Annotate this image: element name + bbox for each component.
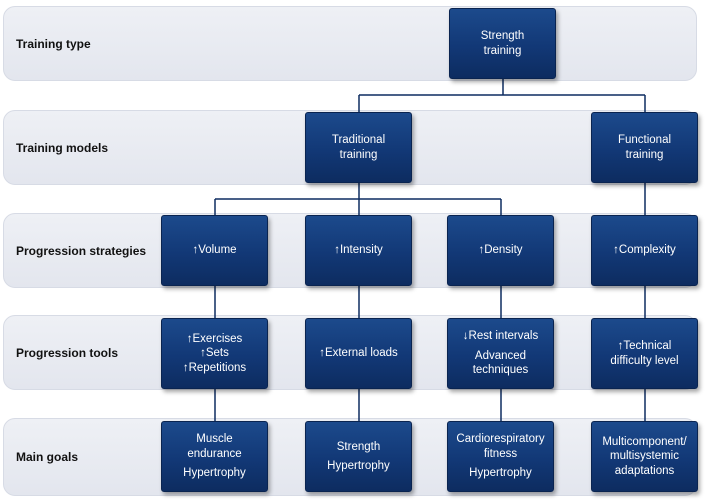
node-tools-density-label-1: ↓Rest intervals [462, 330, 539, 343]
node-functional-training: Functional training [591, 112, 698, 183]
node-goal-volume-label-1: Muscle endurance [187, 433, 242, 460]
node-tools-intensity-label: ↑External loads [319, 347, 398, 360]
node-tools-density: ↓Rest intervals Advanced techniques [447, 318, 554, 389]
node-goal-volume: Muscle endurance Hypertrophy [161, 421, 268, 492]
node-tools-volume: ↑Exercises ↑Sets ↑Repetitions [161, 318, 268, 389]
node-goal-complexity-label: Multicomponent/ multisystemic adaptation… [602, 435, 687, 477]
row-label-training-type: Training type [16, 36, 91, 51]
node-tools-complexity: ↑Technical difficulty level [591, 318, 698, 389]
node-tools-intensity: ↑External loads [305, 318, 412, 389]
node-strength-training-label: Strength training [480, 30, 525, 57]
node-functional-training-label: Functional training [617, 134, 672, 161]
node-goal-volume-label-2: Hypertrophy [183, 467, 246, 480]
node-traditional-training: Traditional training [305, 112, 412, 183]
node-volume: ↑Volume [161, 215, 268, 286]
node-strength-training: Strength training [449, 8, 556, 79]
node-complexity: ↑Complexity [591, 215, 698, 286]
node-tools-density-label-2: Advanced techniques [472, 349, 529, 377]
node-tools-volume-label: ↑Exercises ↑Sets ↑Repetitions [182, 332, 247, 374]
node-goal-complexity: Multicomponent/ multisystemic adaptation… [591, 421, 698, 492]
node-volume-label: ↑Volume [192, 244, 237, 257]
row-training-type: Training type [3, 6, 697, 81]
row-label-progression-strategies: Progression strategies [16, 243, 147, 258]
node-goal-intensity: Strength Hypertrophy [305, 421, 412, 492]
node-goal-intensity-label-1: Strength [336, 440, 381, 453]
node-goal-density-label-1: Cardiorespiratory fitness [456, 433, 545, 460]
row-label-training-models: Training models [16, 140, 109, 155]
node-goal-density: Cardiorespiratory fitness Hypertrophy [447, 421, 554, 492]
node-density: ↑Density [447, 215, 554, 286]
row-label-progression-tools: Progression tools [16, 345, 119, 360]
node-goal-intensity-label-2: Hypertrophy [327, 460, 390, 472]
node-tools-complexity-label: ↑Technical difficulty level [610, 340, 679, 367]
row-label-main-goals: Main goals [16, 450, 79, 464]
node-intensity: ↑Intensity [305, 215, 412, 286]
node-goal-density-label-2: Hypertrophy [469, 467, 532, 480]
node-traditional-training-label: Traditional training [331, 134, 386, 161]
node-density-label: ↑Density [478, 244, 523, 257]
node-complexity-label: ↑Complexity [613, 244, 676, 257]
node-intensity-label: ↑Intensity [334, 244, 383, 257]
